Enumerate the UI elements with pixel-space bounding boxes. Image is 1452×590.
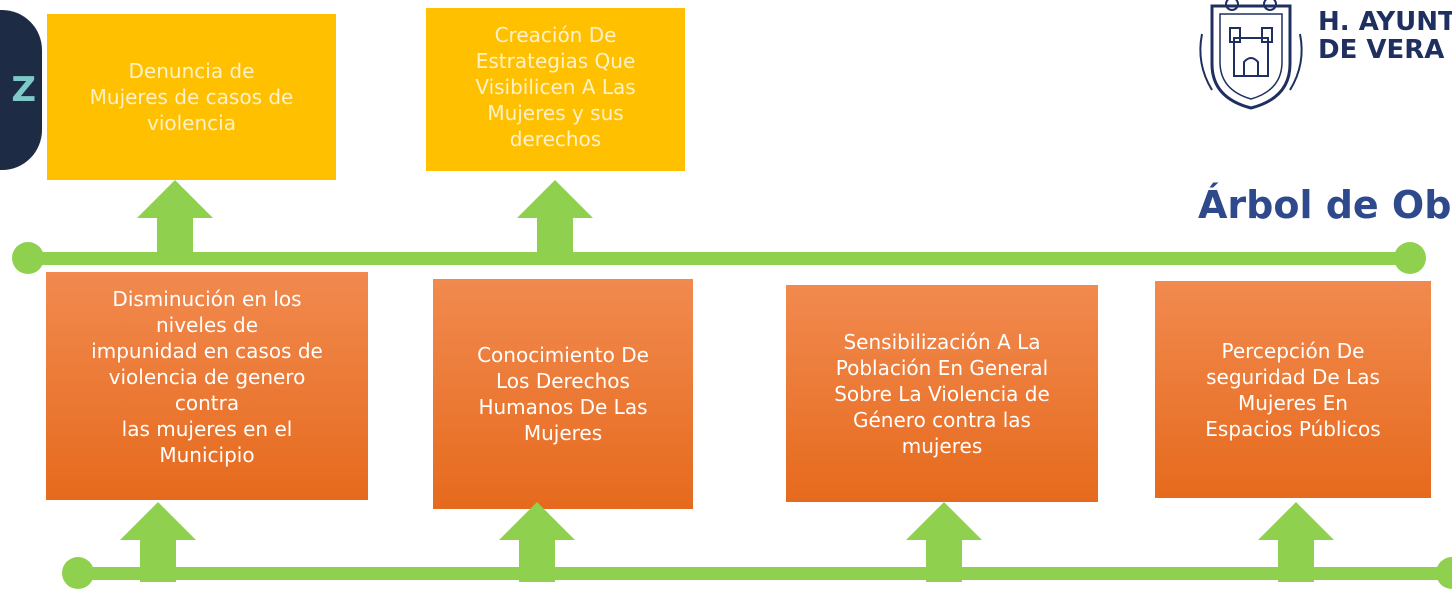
objective-box-middle-2: Conocimiento De Los Derechos Humanos De …: [433, 279, 693, 509]
connector-endpoint: [1436, 557, 1452, 589]
connector-endpoint: [62, 557, 94, 589]
left-logo: Z: [0, 10, 42, 170]
arrow-up-icon: [137, 180, 213, 260]
connector-endpoint: [1394, 242, 1426, 274]
objective-text: Disminución en los niveles de impunidad …: [91, 287, 323, 467]
arrow-up-icon: [499, 502, 575, 582]
objective-text: Creación De Estrategias Que Visibilicen …: [475, 23, 636, 151]
connector-line-lower: [78, 567, 1452, 580]
connector-endpoint: [12, 242, 44, 274]
objective-box-top-1: Denuncia de Mujeres de casos de violenci…: [47, 14, 336, 180]
left-logo-letter: Z: [11, 70, 36, 110]
arrow-up-icon: [906, 502, 982, 582]
page-title: Árbol de Ob: [1198, 183, 1452, 227]
arrow-up-icon: [120, 502, 196, 582]
org-name-line1: H. AYUNT: [1318, 7, 1452, 37]
objective-text: Conocimiento De Los Derechos Humanos De …: [477, 343, 649, 445]
org-name-line2: DE VERA: [1318, 35, 1445, 65]
objective-box-middle-4: Percepción De seguridad De Las Mujeres E…: [1155, 281, 1431, 498]
objective-text: Percepción De seguridad De Las Mujeres E…: [1205, 338, 1381, 441]
municipal-seal-icon: [1199, 0, 1303, 110]
objective-box-top-2: Creación De Estrategias Que Visibilicen …: [426, 8, 685, 171]
objective-box-middle-1: Disminución en los niveles de impunidad …: [46, 272, 368, 500]
objective-text: Sensibilización A La Población En Genera…: [834, 329, 1050, 458]
objective-text: Denuncia de Mujeres de casos de violenci…: [89, 59, 294, 135]
org-name: H. AYUNT DE VERA: [1318, 8, 1452, 64]
arrow-up-icon: [1258, 502, 1334, 582]
arrow-up-icon: [517, 180, 593, 260]
objective-box-middle-3: Sensibilización A La Población En Genera…: [786, 285, 1098, 502]
connector-line-upper: [28, 252, 1410, 265]
